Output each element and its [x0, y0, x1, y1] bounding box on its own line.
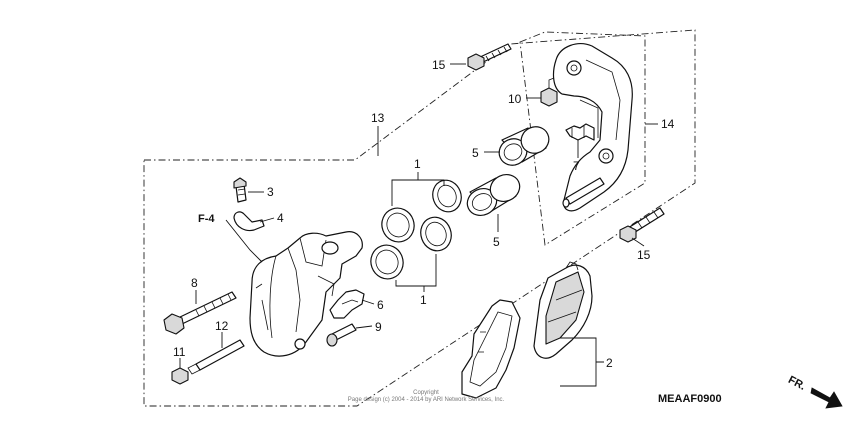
assembly-outline-14	[519, 31, 646, 246]
brake-pad-rear	[533, 261, 593, 359]
bolt-lower	[619, 207, 665, 243]
reference-f4: F-4	[198, 213, 215, 225]
caliper-bolt	[163, 291, 237, 335]
caliper-body	[249, 231, 363, 357]
callout-2: 2	[606, 356, 613, 370]
bleeder-cap	[233, 211, 265, 232]
callout-6: 6	[377, 298, 384, 312]
callout-10: 10	[508, 92, 522, 106]
callout-15-upper: 15	[432, 58, 446, 72]
diagram-code: MEAAF0900	[658, 393, 722, 405]
piston-upper	[498, 126, 550, 166]
callout-3: 3	[267, 185, 274, 199]
callout-15-lower: 15	[637, 248, 651, 262]
leader-lines	[179, 63, 658, 387]
slide-pin	[326, 323, 357, 347]
bleeder-bolt	[540, 77, 558, 107]
callout-11: 11	[173, 345, 186, 359]
callout-9: 9	[375, 320, 382, 334]
callout-5-lower: 5	[493, 235, 500, 249]
piston-lower	[466, 174, 521, 216]
callout-1-lower: 1	[420, 293, 427, 307]
caliper-bracket	[552, 43, 633, 212]
front-direction-arrow: FR.	[786, 374, 843, 409]
front-arrow-icon	[810, 387, 843, 409]
brake-pad-front	[461, 299, 521, 399]
pad-pin	[187, 339, 245, 375]
piston-seal-set	[370, 179, 462, 280]
pad-retainer	[329, 289, 365, 319]
pin-plug	[171, 367, 189, 385]
bleeder-valve	[233, 177, 247, 203]
pad-spring	[565, 123, 595, 141]
callout-1-upper: 1	[414, 157, 421, 171]
copyright-line-2: Page design (c) 2004 - 2014 by ARI Netwo…	[348, 397, 505, 403]
assembly-outline-13	[143, 29, 696, 407]
front-label: FR.	[786, 374, 807, 393]
callout-4: 4	[277, 211, 284, 225]
copyright-line-1: Copyright	[413, 390, 439, 396]
bolt-upper	[467, 43, 512, 71]
callout-labels: 1 1 2 3 4 5 5 6 7 8 9 10 11 12 13 14 15 …	[173, 58, 675, 370]
callout-12: 12	[215, 319, 229, 333]
callout-8: 8	[191, 276, 198, 290]
callout-5-upper: 5	[472, 146, 479, 160]
callout-13: 13	[371, 111, 385, 125]
callout-14: 14	[661, 117, 675, 131]
callout-7: 7	[573, 159, 580, 173]
